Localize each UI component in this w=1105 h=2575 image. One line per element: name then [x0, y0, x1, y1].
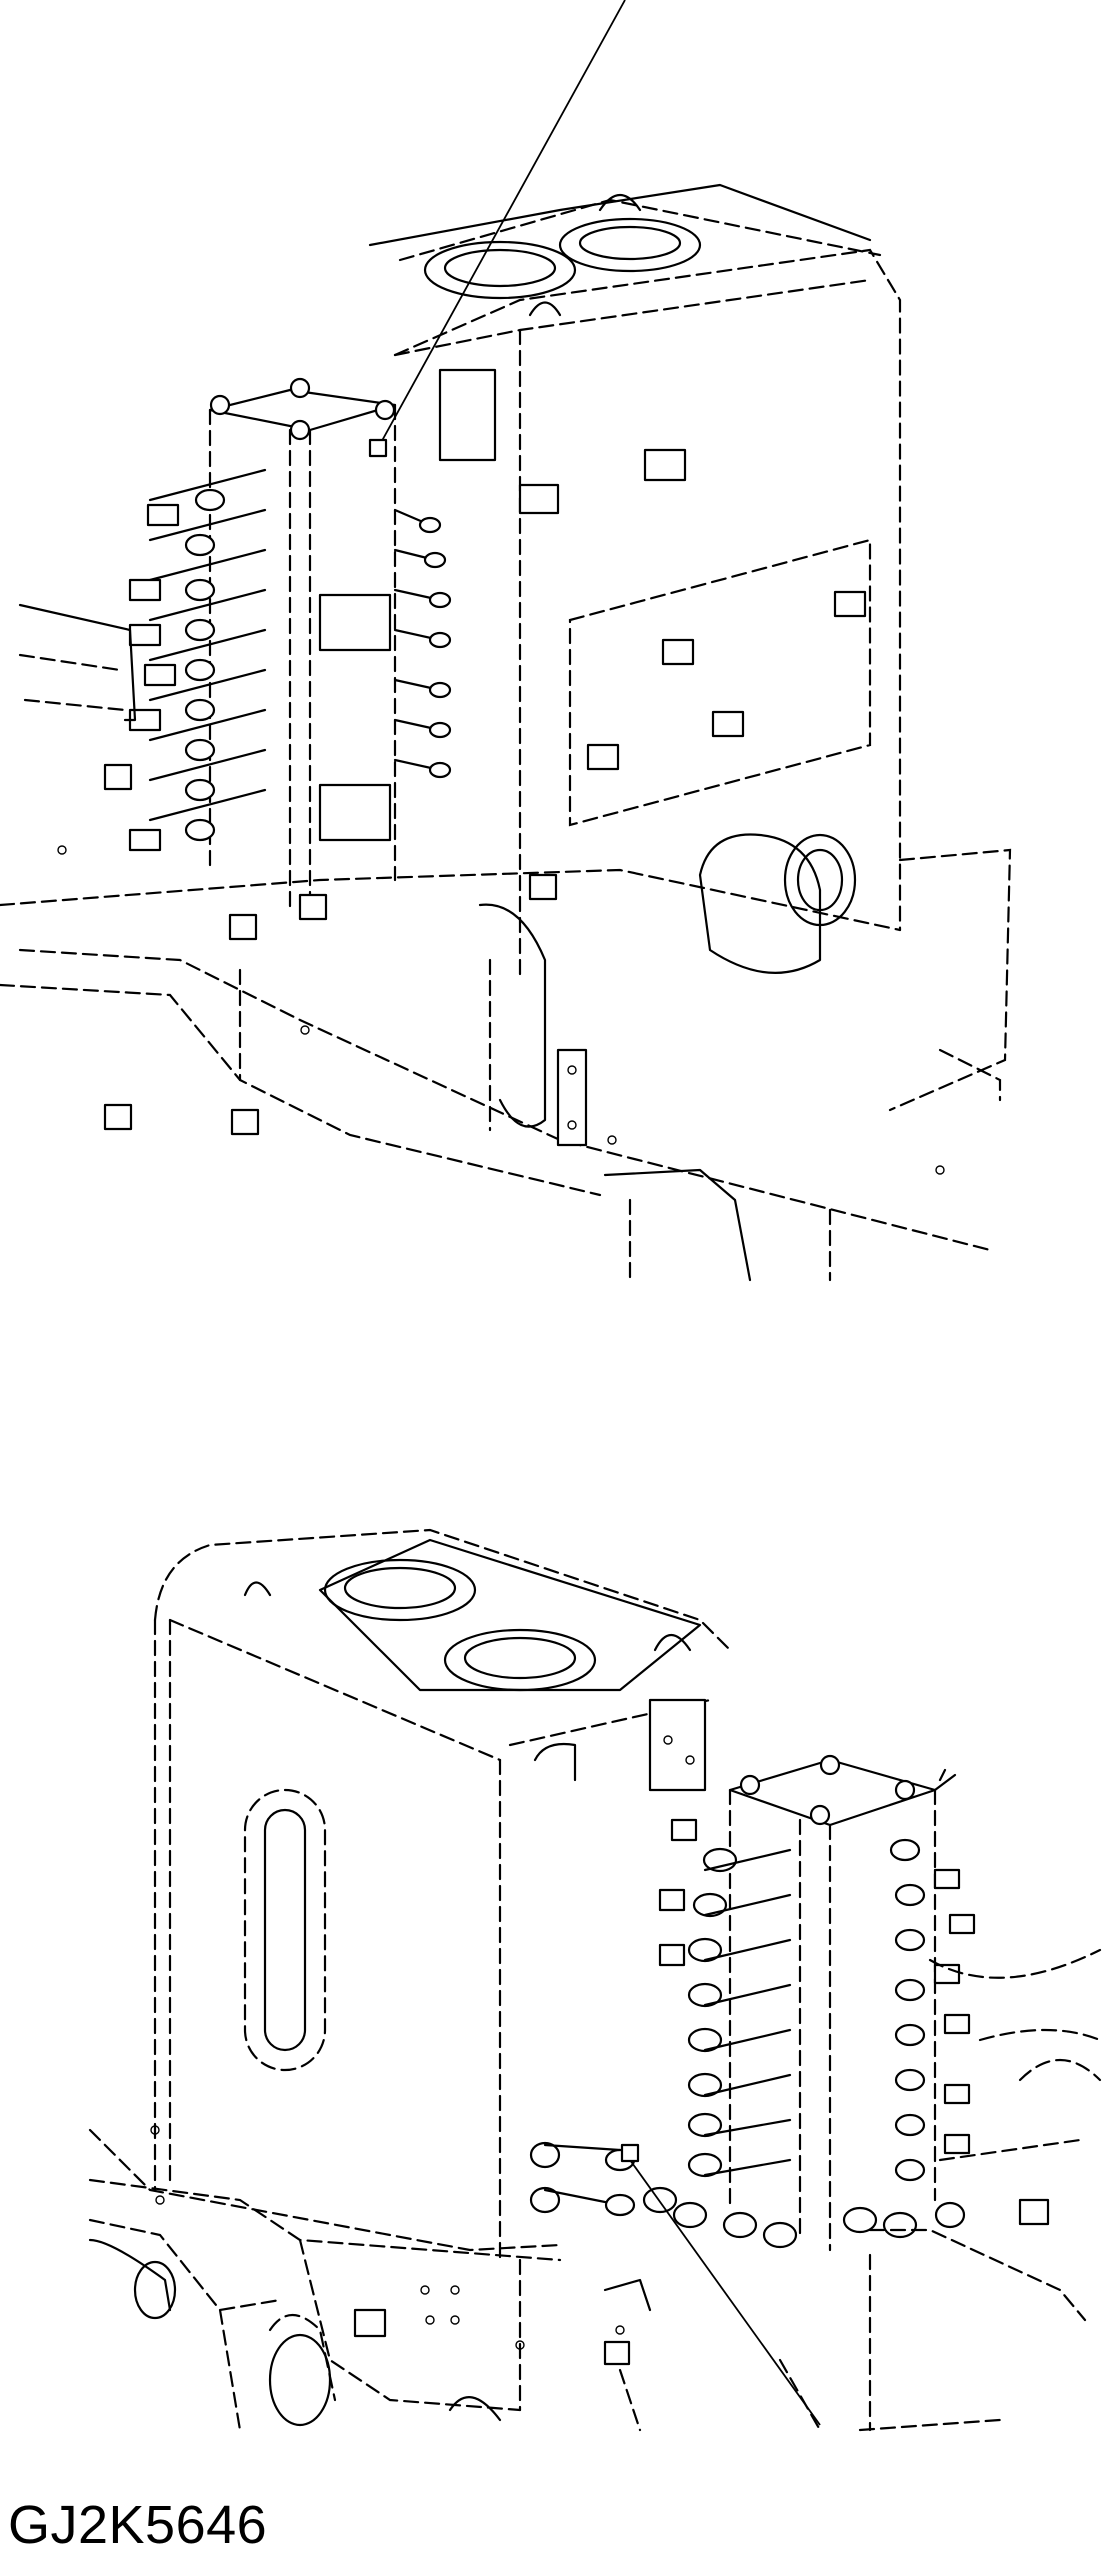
- lower-base-fittings: [529, 2141, 918, 2249]
- lower-view: [88, 1528, 1102, 2432]
- upper-tank-port-2: [558, 217, 702, 273]
- lower-valve-block: [648, 1698, 957, 2252]
- drawing-id-code: GJ2K5646: [8, 2495, 268, 2555]
- upper-tank-body: [368, 183, 902, 982]
- upper-right-fittings: [393, 508, 452, 779]
- upper-inspection-panel: [568, 538, 872, 827]
- upper-pipe-elbow: [698, 833, 822, 974]
- upper-callout-fitting: [368, 438, 388, 458]
- lower-tank-port-2: [443, 1628, 597, 1692]
- lower-callout-fitting: [620, 2143, 640, 2163]
- upper-base-frame: [0, 603, 1012, 1282]
- lower-base-frame: [88, 1948, 1102, 2432]
- lower-sight-slot: [243, 1788, 327, 2072]
- upper-valve-block: [208, 368, 497, 912]
- lower-tank-body: [153, 1528, 732, 2262]
- lower-right-fittings: [889, 1838, 976, 2229]
- upper-tank-port-1: [423, 240, 577, 300]
- upper-view: [0, 0, 1012, 1282]
- lower-leader-line: [629, 2159, 821, 2426]
- lower-left-fittings: [658, 1818, 792, 2178]
- upper-left-fittings: [128, 468, 267, 852]
- lower-tank-port-1: [323, 1558, 477, 1622]
- upper-leader-line: [377, 0, 626, 449]
